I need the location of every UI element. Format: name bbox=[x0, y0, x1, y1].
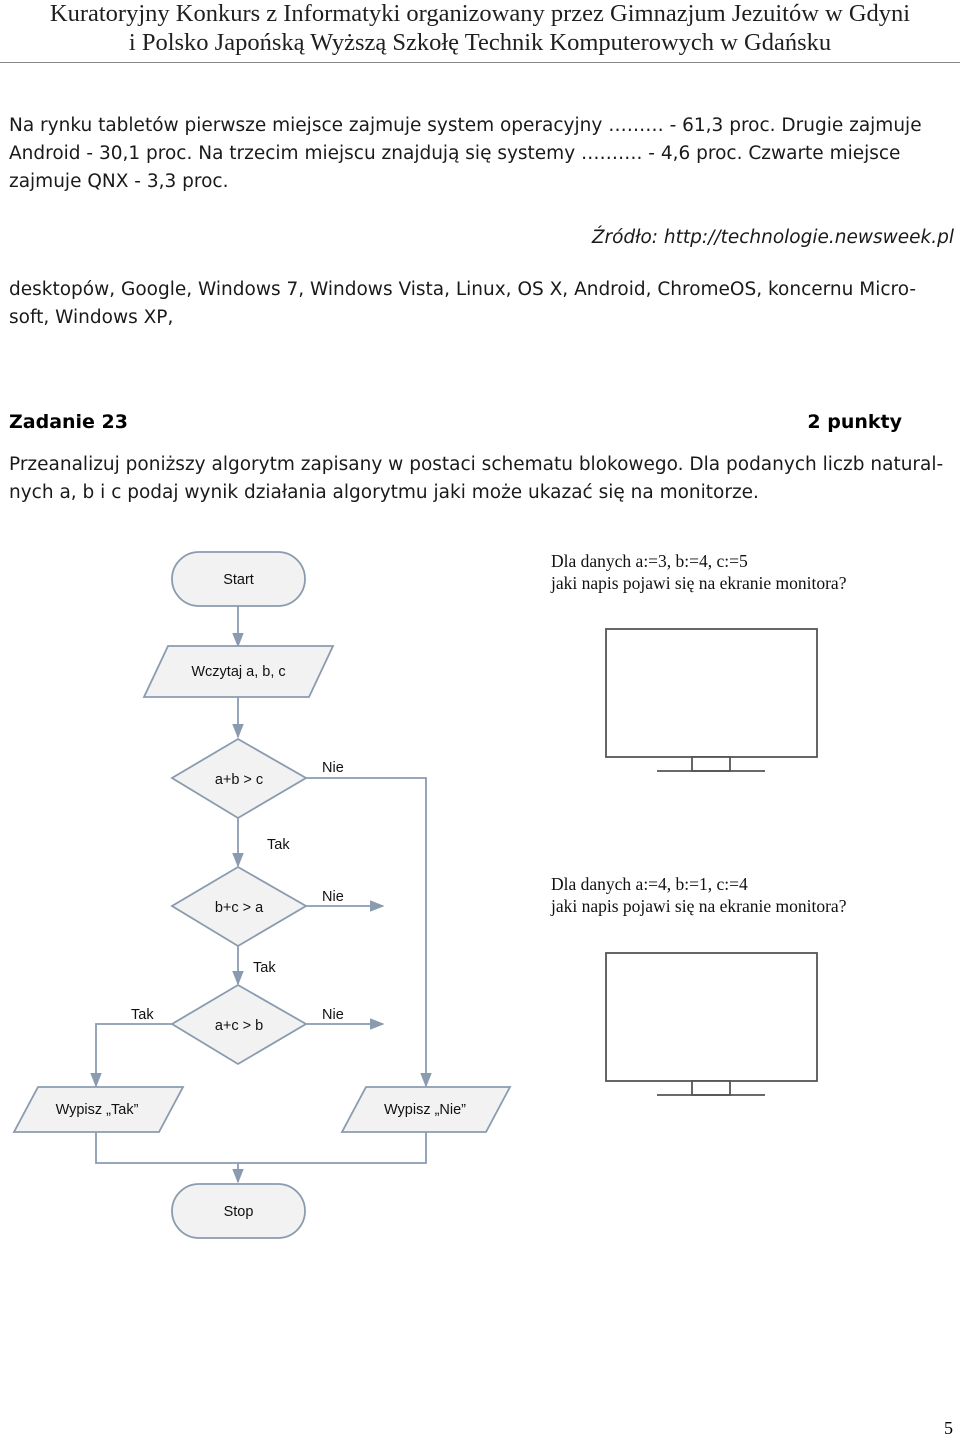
decision-2-yes-label: Tak bbox=[253, 960, 276, 976]
decision-1-label: a+b > c bbox=[215, 772, 263, 788]
monitor-1-screen bbox=[605, 628, 818, 758]
output-no-label: Wypisz „Nie” bbox=[384, 1102, 466, 1118]
monitor-1 bbox=[605, 628, 818, 772]
decision-3: a+c > b bbox=[170, 983, 308, 1066]
task-title: Zadanie 23 bbox=[9, 411, 129, 433]
input-parallelogram: Wczytaj a, b, c bbox=[142, 645, 335, 698]
header-divider bbox=[0, 62, 960, 63]
question-1-line-2: jaki napis pojawi się na ekranie monitor… bbox=[551, 573, 847, 593]
output-yes-label: Wypisz „Tak” bbox=[56, 1102, 139, 1118]
decision-1: a+b > c bbox=[170, 737, 308, 820]
intro-line-3: zajmuje QNX - 3,3 proc. bbox=[9, 171, 229, 192]
intro-line-1: Na rynku tabletów pierwsze miejsce zajmu… bbox=[9, 115, 922, 136]
question-2: Dla danych a:=4, b:=1, c:=4 jaki napis p… bbox=[551, 873, 846, 917]
intro-paragraph: Na rynku tabletów pierwsze miejsce zajmu… bbox=[9, 112, 955, 196]
word-bank-line-2: soft, Windows XP, bbox=[9, 307, 174, 328]
start-label: Start bbox=[223, 572, 254, 588]
monitor-2-screen bbox=[605, 952, 818, 1082]
intro-line-2: Android - 30,1 proc. Na trzecim miejscu … bbox=[9, 143, 901, 164]
decision-3-no-label: Nie bbox=[322, 1007, 344, 1023]
header-line-2: i Polsko Japońską Wyższą Szkołę Technik … bbox=[128, 29, 832, 56]
monitor-2-neck bbox=[691, 1080, 731, 1096]
decision-2-no-label: Nie bbox=[322, 889, 344, 905]
arrow-outputs-to-stop bbox=[95, 1132, 427, 1164]
question-1: Dla danych a:=3, b:=4, c:=5 jaki napis p… bbox=[551, 550, 846, 594]
start-terminal: Start bbox=[171, 551, 306, 607]
flow-connectors bbox=[90, 606, 432, 1184]
header-line-1: Kuratoryjny Konkurs z Informatyki organi… bbox=[49, 0, 911, 27]
monitor-1-neck bbox=[691, 756, 731, 772]
document-header: Kuratoryjny Konkurs z Informatyki organi… bbox=[0, 0, 960, 62]
task-desc-line-1: Przeanalizuj poniższy algorytm zapisany … bbox=[9, 454, 944, 475]
output-yes: Wypisz „Tak” bbox=[12, 1086, 185, 1133]
output-no: Wypisz „Nie” bbox=[340, 1086, 512, 1133]
arrow-cond3-yes-to-output-yes bbox=[90, 1023, 172, 1088]
task-desc-line-2: nych a, b i c podaj wynik działania algo… bbox=[9, 482, 759, 503]
question-2-line-1: Dla danych a:=4, b:=1, c:=4 bbox=[551, 874, 748, 894]
stop-label: Stop bbox=[224, 1204, 254, 1220]
arrow-cond1-no-to-output-no bbox=[306, 777, 432, 1088]
word-bank: desktopów, Google, Windows 7, Windows Vi… bbox=[9, 276, 955, 332]
page-number: 5 bbox=[944, 1418, 953, 1438]
decision-2-label: b+c > a bbox=[215, 900, 264, 916]
decision-2: b+c > a bbox=[170, 865, 308, 948]
stop-terminal: Stop bbox=[171, 1183, 306, 1239]
question-1-line-1: Dla danych a:=3, b:=4, c:=5 bbox=[551, 551, 748, 571]
task-description: Przeanalizuj poniższy algorytm zapisany … bbox=[9, 451, 955, 507]
decision-3-label: a+c > b bbox=[215, 1018, 263, 1034]
word-bank-line-1: desktopów, Google, Windows 7, Windows Vi… bbox=[9, 279, 917, 300]
decision-3-yes-label: Tak bbox=[131, 1007, 154, 1023]
question-2-line-2: jaki napis pojawi się na ekranie monitor… bbox=[551, 896, 847, 916]
decision-1-no-label: Nie bbox=[322, 760, 344, 776]
input-label: Wczytaj a, b, c bbox=[191, 664, 285, 680]
decision-1-yes-label: Tak bbox=[267, 837, 290, 853]
source-citation: Źródło: http://technologie.newsweek.pl bbox=[591, 227, 954, 248]
flowchart: Start Wczytaj a, b, c a+b > c Nie Tak b+… bbox=[12, 551, 818, 1239]
monitor-2 bbox=[605, 952, 818, 1096]
task-points: 2 punkty bbox=[807, 411, 902, 433]
